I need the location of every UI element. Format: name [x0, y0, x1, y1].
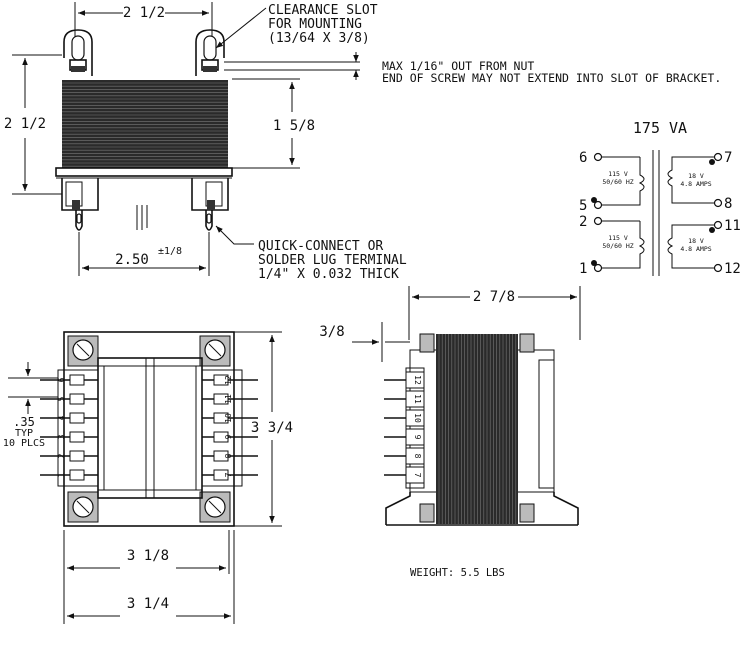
- side-terminal-number: 9: [413, 435, 422, 440]
- front-terminals: 6 12 5 11 4 10 3 9 2 8 1 7: [40, 374, 258, 481]
- terminal-tab: [213, 374, 229, 386]
- primary-top-freq: 50/60 HZ: [602, 178, 633, 186]
- slot-note-3: (13/64 X 3/8): [268, 31, 370, 46]
- side-terminal-box: [405, 390, 425, 408]
- terminal-number-left: 5: [57, 396, 66, 401]
- terminal-note-1: QUICK-CONNECT OR: [258, 239, 383, 254]
- pin-11: 11: [724, 218, 741, 234]
- pitch-note-2: 10 PLCS: [3, 438, 45, 449]
- side-terminal-number: 12: [413, 375, 422, 385]
- side-terminal-number: 7: [413, 473, 422, 478]
- secondary-top-voltage: 18 V: [688, 172, 704, 180]
- terminal-note-2: SOLDER LUG TERMINAL: [258, 253, 407, 268]
- terminal-tab: [213, 450, 229, 462]
- side-coil-windings: [438, 334, 517, 524]
- screw-note-2: END OF SCREW MAY NOT EXTEND INTO SLOT OF…: [382, 71, 721, 85]
- terminal-tab: [69, 374, 85, 386]
- pin-5: 5: [579, 198, 587, 214]
- side-depth-dim: 2 7/8: [473, 289, 515, 305]
- terminal-tab: [213, 431, 229, 443]
- pin-12: 12: [724, 261, 741, 277]
- terminal-tab: [69, 393, 85, 405]
- top-coil: [62, 80, 228, 168]
- pitch-note-1: TYP: [15, 428, 33, 439]
- pin-1: 1: [579, 261, 587, 277]
- front-view: 3 3/4 6 12 5 11 4 10 3 9 2 8 1 7 .35: [3, 331, 293, 624]
- slot-note-1: CLEARANCE SLOT: [268, 3, 378, 18]
- pitch-dim: .35: [13, 415, 35, 429]
- side-coil: [436, 334, 518, 524]
- terminal-spacing-tol: ±1/8: [158, 246, 182, 257]
- side-terminals: 12 11 10 9 8 7: [384, 371, 425, 484]
- primary-top-voltage: 115 V: [608, 170, 628, 178]
- terminal-number-right: 8: [224, 453, 233, 458]
- terminal-spacing-dim: 2.50: [115, 252, 149, 268]
- primary-bottom-voltage: 115 V: [608, 234, 628, 242]
- pin-2: 2: [579, 214, 587, 230]
- terminal-tab: [213, 393, 229, 405]
- coil-windings: [62, 82, 228, 167]
- front-width-inner: 3 1/8: [127, 548, 169, 564]
- top-height-dim: 2 1/2: [4, 116, 46, 132]
- terminal-number-right: 11: [224, 394, 233, 404]
- terminal-number-right: 7: [224, 472, 233, 477]
- pin-8: 8: [724, 196, 732, 212]
- top-view: 2 1/2 2 1/2 1 5/8: [4, 2, 721, 282]
- terminal-tab: [213, 469, 229, 481]
- terminal-number-left: 3: [57, 434, 66, 439]
- primary-bottom-freq: 50/60 HZ: [602, 242, 633, 250]
- side-terminal-box: [405, 371, 425, 389]
- secondary-bottom-voltage: 18 V: [688, 237, 704, 245]
- terminal-tab: [213, 412, 229, 424]
- schematic: 175 VA 6 5 115 V 50/60 HZ 2 1 115 V 50/6…: [579, 119, 741, 277]
- secondary-bottom-current: 4.8 AMPS: [680, 245, 711, 253]
- side-terminal-number: 11: [413, 394, 422, 404]
- slot-note-2: FOR MOUNTING: [268, 17, 362, 32]
- side-offset-dim: 3/8: [319, 324, 344, 340]
- terminal-tab: [69, 431, 85, 443]
- pin-6: 6: [579, 150, 587, 166]
- terminal-tab: [69, 469, 85, 481]
- side-terminal-number: 8: [413, 454, 422, 459]
- side-terminal-box: [405, 428, 425, 446]
- side-view: 2 7/8 3/8 12 11 10 9 8 7 WEIGHT: 5.5 LBS: [319, 286, 581, 579]
- terminal-number-left: 6: [57, 377, 66, 382]
- terminal-number-left: 1: [57, 472, 66, 477]
- terminal-number-right: 9: [224, 434, 233, 439]
- terminal-number-left: 2: [57, 453, 66, 458]
- side-terminal-number: 10: [413, 413, 422, 423]
- terminal-number-right: 10: [224, 413, 233, 423]
- va-rating: 175 VA: [633, 119, 687, 137]
- front-width-outer: 3 1/4: [127, 596, 169, 612]
- screw-note-1: MAX 1/16" OUT FROM NUT: [382, 59, 534, 73]
- pin-7: 7: [724, 150, 732, 166]
- top-core-dim: 1 5/8: [273, 118, 315, 134]
- weight-label: WEIGHT: 5.5 LBS: [410, 567, 505, 579]
- terminal-tab: [69, 412, 85, 424]
- side-terminal-box: [405, 447, 425, 465]
- terminal-note-3: 1/4" X 0.032 THICK: [258, 267, 399, 282]
- top-width-dim: 2 1/2: [123, 5, 165, 21]
- secondary-top-current: 4.8 AMPS: [680, 180, 711, 188]
- terminal-number-right: 12: [224, 375, 233, 385]
- side-terminal-box: [405, 466, 425, 484]
- side-terminal-box: [405, 409, 425, 427]
- terminal-tab: [69, 450, 85, 462]
- front-height-dim: 3 3/4: [251, 420, 293, 436]
- terminal-number-left: 4: [57, 415, 66, 420]
